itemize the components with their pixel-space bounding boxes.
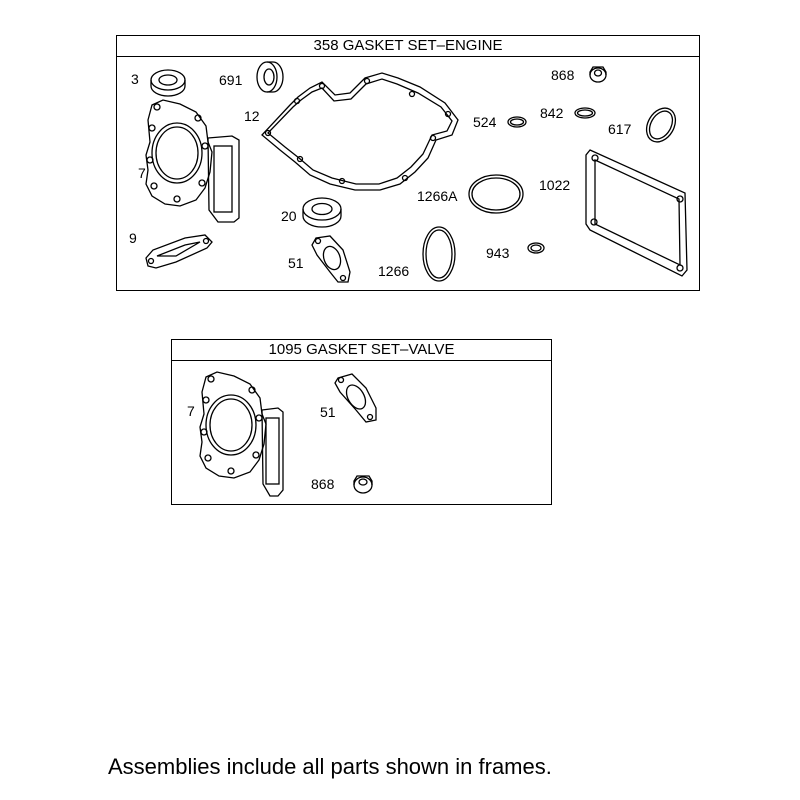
part-842-o-ring	[574, 107, 596, 119]
part-51-intake-gasket	[311, 235, 351, 283]
part-1266-o-ring	[422, 226, 456, 282]
valve-gasket-set-frame: 1095 GASKET SET–VALVE	[171, 339, 552, 505]
part-label-1022: 1022	[539, 177, 570, 193]
part-label-12: 12	[244, 108, 260, 124]
part-20-seal	[302, 197, 342, 228]
valve-part-label-51: 51	[320, 404, 336, 420]
part-label-617: 617	[608, 121, 632, 137]
valve-part-51-intake-gasket	[334, 373, 377, 423]
part-3-seal	[150, 69, 186, 97]
assembly-footnote: Assemblies include all parts shown in fr…	[108, 754, 552, 779]
part-label-524: 524	[473, 114, 497, 130]
part-617-o-ring	[645, 107, 677, 143]
part-524-o-ring	[507, 116, 527, 128]
valve-gasket-set-title: 1095 GASKET SET–VALVE	[172, 340, 551, 361]
valve-part-868-valve-seal	[353, 475, 373, 494]
part-label-7: 7	[138, 165, 146, 181]
part-868-valve-seal	[589, 66, 607, 83]
part-691-seal	[256, 61, 284, 93]
part-label-868: 868	[551, 67, 575, 83]
part-label-51: 51	[288, 255, 304, 271]
part-label-943: 943	[486, 245, 510, 261]
part-9-exhaust-gasket	[145, 234, 213, 269]
part-943-o-ring	[527, 242, 545, 254]
part-label-1266: 1266	[378, 263, 409, 279]
part-label-1266a: 1266A	[417, 188, 458, 204]
valve-part-label-868: 868	[311, 476, 335, 492]
valve-part-label-7: 7	[187, 403, 195, 419]
part-label-3: 3	[131, 71, 139, 87]
engine-gasket-set-title: 358 GASKET SET–ENGINE	[117, 36, 699, 57]
part-label-842: 842	[540, 105, 564, 121]
part-12-crankcase-gasket	[261, 72, 459, 191]
part-label-20: 20	[281, 208, 297, 224]
part-label-691: 691	[219, 72, 243, 88]
part-1266a-o-ring	[468, 174, 524, 214]
part-1022-rocker-cover-gasket	[585, 149, 688, 277]
valve-part-7-head-gasket	[199, 371, 284, 497]
part-7-head-gasket	[145, 99, 240, 223]
part-label-9: 9	[129, 230, 137, 246]
